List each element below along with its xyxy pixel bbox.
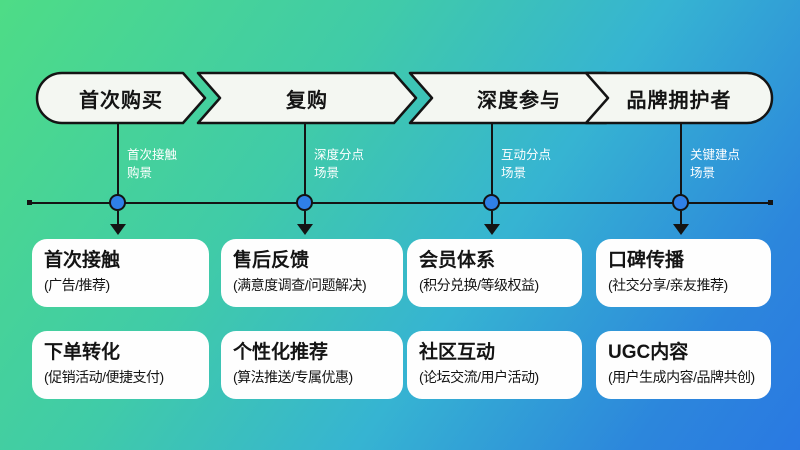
touchpoint-line1: 关键建点	[690, 148, 741, 162]
stage-label: 首次购买	[79, 89, 163, 112]
arrow-shaft	[490, 211, 494, 226]
touchpoint-line1: 深度分点	[314, 148, 365, 162]
journey-card: 个性化推荐 (算法推送/专属优惠)	[221, 331, 403, 399]
timeline-node-icon	[483, 194, 500, 211]
journey-card: 会员体系 (积分兑换/等级权益)	[407, 239, 582, 307]
stage-repurchase: 复购	[196, 71, 418, 125]
card-subtitle: (用户生成内容/品牌共创)	[608, 368, 755, 385]
connector-line	[490, 123, 494, 203]
connector-line	[679, 123, 683, 203]
card-title: 售后反馈	[233, 250, 310, 271]
journey-card: 社区互动 (论坛交流/用户活动)	[407, 331, 582, 399]
chevron-start-shape	[35, 71, 207, 125]
card-subtitle: (算法推送/专属优惠)	[233, 368, 353, 385]
touchpoint-label: 深度分点 场景	[314, 146, 364, 182]
card-subtitle: (促销活动/便捷支付)	[44, 368, 164, 385]
card-title: 社区互动	[419, 342, 496, 363]
stage-brand-advocate: 品牌拥护者	[584, 71, 774, 125]
touchpoint-line1: 互动分点	[501, 148, 552, 162]
card-subtitle: (广告/推荐)	[44, 276, 110, 293]
timeline-right-cap	[768, 200, 773, 205]
journey-card: UGC内容 (用户生成内容/品牌共创)	[596, 331, 771, 399]
connector-line	[116, 123, 120, 203]
arrow-down-icon	[484, 224, 500, 235]
chevron-end-shape	[584, 71, 774, 125]
card-subtitle: (积分兑换/等级权益)	[419, 276, 539, 293]
touchpoint-line2: 场景	[501, 166, 527, 181]
card-title: 首次接触	[44, 250, 121, 271]
stage-deep-engagement: 深度参与	[408, 71, 630, 125]
card-title: 口碑传播	[608, 250, 685, 271]
arrow-down-icon	[673, 224, 689, 235]
stage-label: 复购	[286, 89, 328, 112]
journey-card: 口碑传播 (社交分享/亲友推荐)	[596, 239, 771, 307]
touchpoint-label: 首次接触 购景	[127, 146, 177, 182]
card-title: 会员体系	[419, 250, 496, 271]
touchpoint-label: 互动分点 场景	[501, 146, 551, 182]
touchpoint-label: 关键建点 场景	[690, 146, 740, 182]
card-subtitle: (社交分享/亲友推荐)	[608, 276, 728, 293]
timeline	[30, 201, 771, 204]
touchpoint-line2: 场景	[314, 166, 340, 181]
journey-card: 售后反馈 (满意度调查/问题解决)	[221, 239, 403, 307]
arrow-shaft	[303, 211, 307, 226]
card-subtitle: (论坛交流/用户活动)	[419, 368, 539, 385]
arrow-down-icon	[297, 224, 313, 235]
card-title: 个性化推荐	[233, 342, 329, 363]
touchpoint-line2: 购景	[127, 166, 153, 181]
timeline-node-icon	[109, 194, 126, 211]
timeline-left-cap	[27, 200, 32, 205]
stage-first-purchase: 首次购买	[35, 71, 207, 125]
journey-card: 下单转化 (促销活动/便捷支付)	[32, 331, 209, 399]
arrow-down-icon	[110, 224, 126, 235]
arrow-shaft	[679, 211, 683, 226]
stage-label: 深度参与	[477, 89, 561, 112]
touchpoint-line2: 场景	[690, 166, 716, 181]
card-title: 下单转化	[44, 342, 121, 363]
arrow-shaft	[116, 211, 120, 226]
card-title: UGC内容	[608, 342, 689, 363]
touchpoint-line1: 首次接触	[127, 148, 178, 162]
card-subtitle: (满意度调查/问题解决)	[233, 276, 367, 293]
connector-line	[303, 123, 307, 203]
timeline-node-icon	[296, 194, 313, 211]
stage-label: 品牌拥护者	[626, 89, 732, 112]
journey-card: 首次接触 (广告/推荐)	[32, 239, 209, 307]
chevron-mid-shape	[196, 71, 418, 125]
timeline-node-icon	[672, 194, 689, 211]
